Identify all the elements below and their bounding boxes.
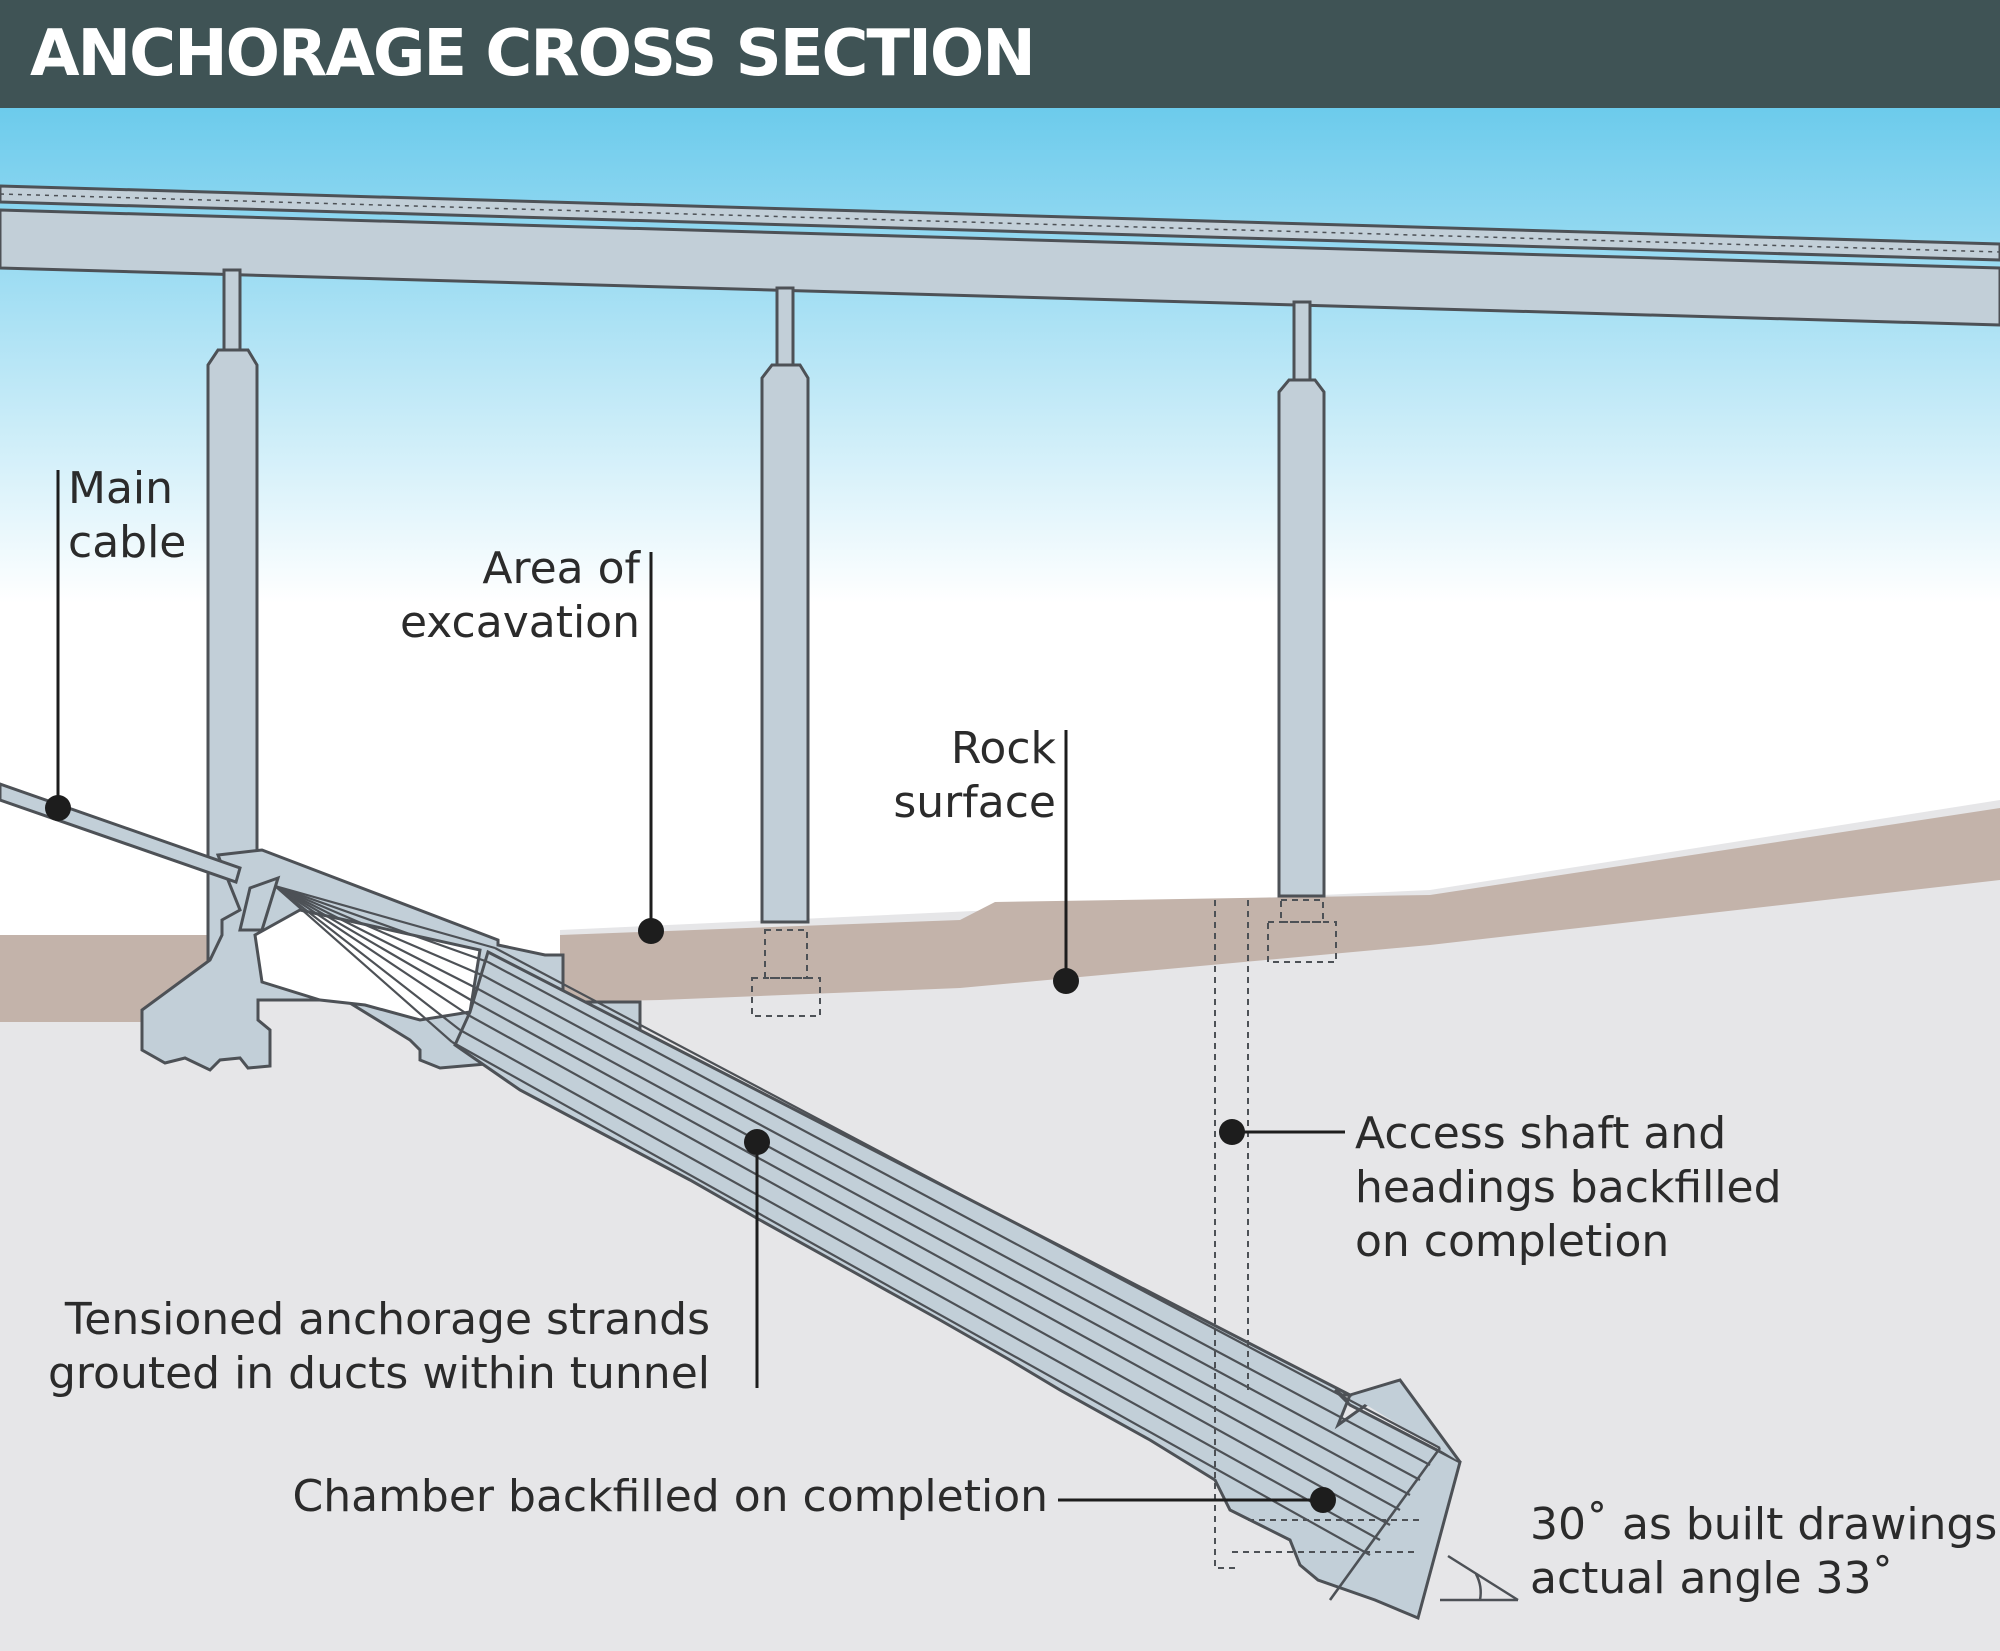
label-chamber: Chamber backfilled on completion xyxy=(292,1471,1049,1522)
label-area-of-excavation: Area of excavation xyxy=(399,543,640,648)
anchorage-strands xyxy=(274,884,1442,1601)
label-main-cable: Main cable xyxy=(68,463,187,568)
ground-right xyxy=(560,800,2000,1651)
label-angle: 30˚ as built drawings, actual angle 33˚ xyxy=(1530,1499,2000,1604)
label-tensioned-strands: Tensioned anchorage strands grouted in d… xyxy=(47,1294,710,1399)
angle-symbol xyxy=(1440,1554,1519,1602)
access-shaft xyxy=(1214,900,1422,1569)
pier-2 xyxy=(751,286,821,1017)
pier-3 xyxy=(1267,300,1337,963)
leader-dots xyxy=(45,795,1336,1513)
bridge-deck xyxy=(0,184,2000,327)
cross-section-drawing xyxy=(0,108,2000,1651)
leader-lines xyxy=(56,470,1345,1502)
title-bar: ANCHORAGE CROSS SECTION xyxy=(0,0,2000,108)
page-title: ANCHORAGE CROSS SECTION xyxy=(30,17,1036,91)
rock-layer xyxy=(0,808,2000,1022)
pier-1 xyxy=(206,268,259,1002)
label-access-shaft: Access shaft and headings backfilled on … xyxy=(1355,1108,1782,1267)
label-rock-surface: Rock surface xyxy=(893,723,1056,828)
